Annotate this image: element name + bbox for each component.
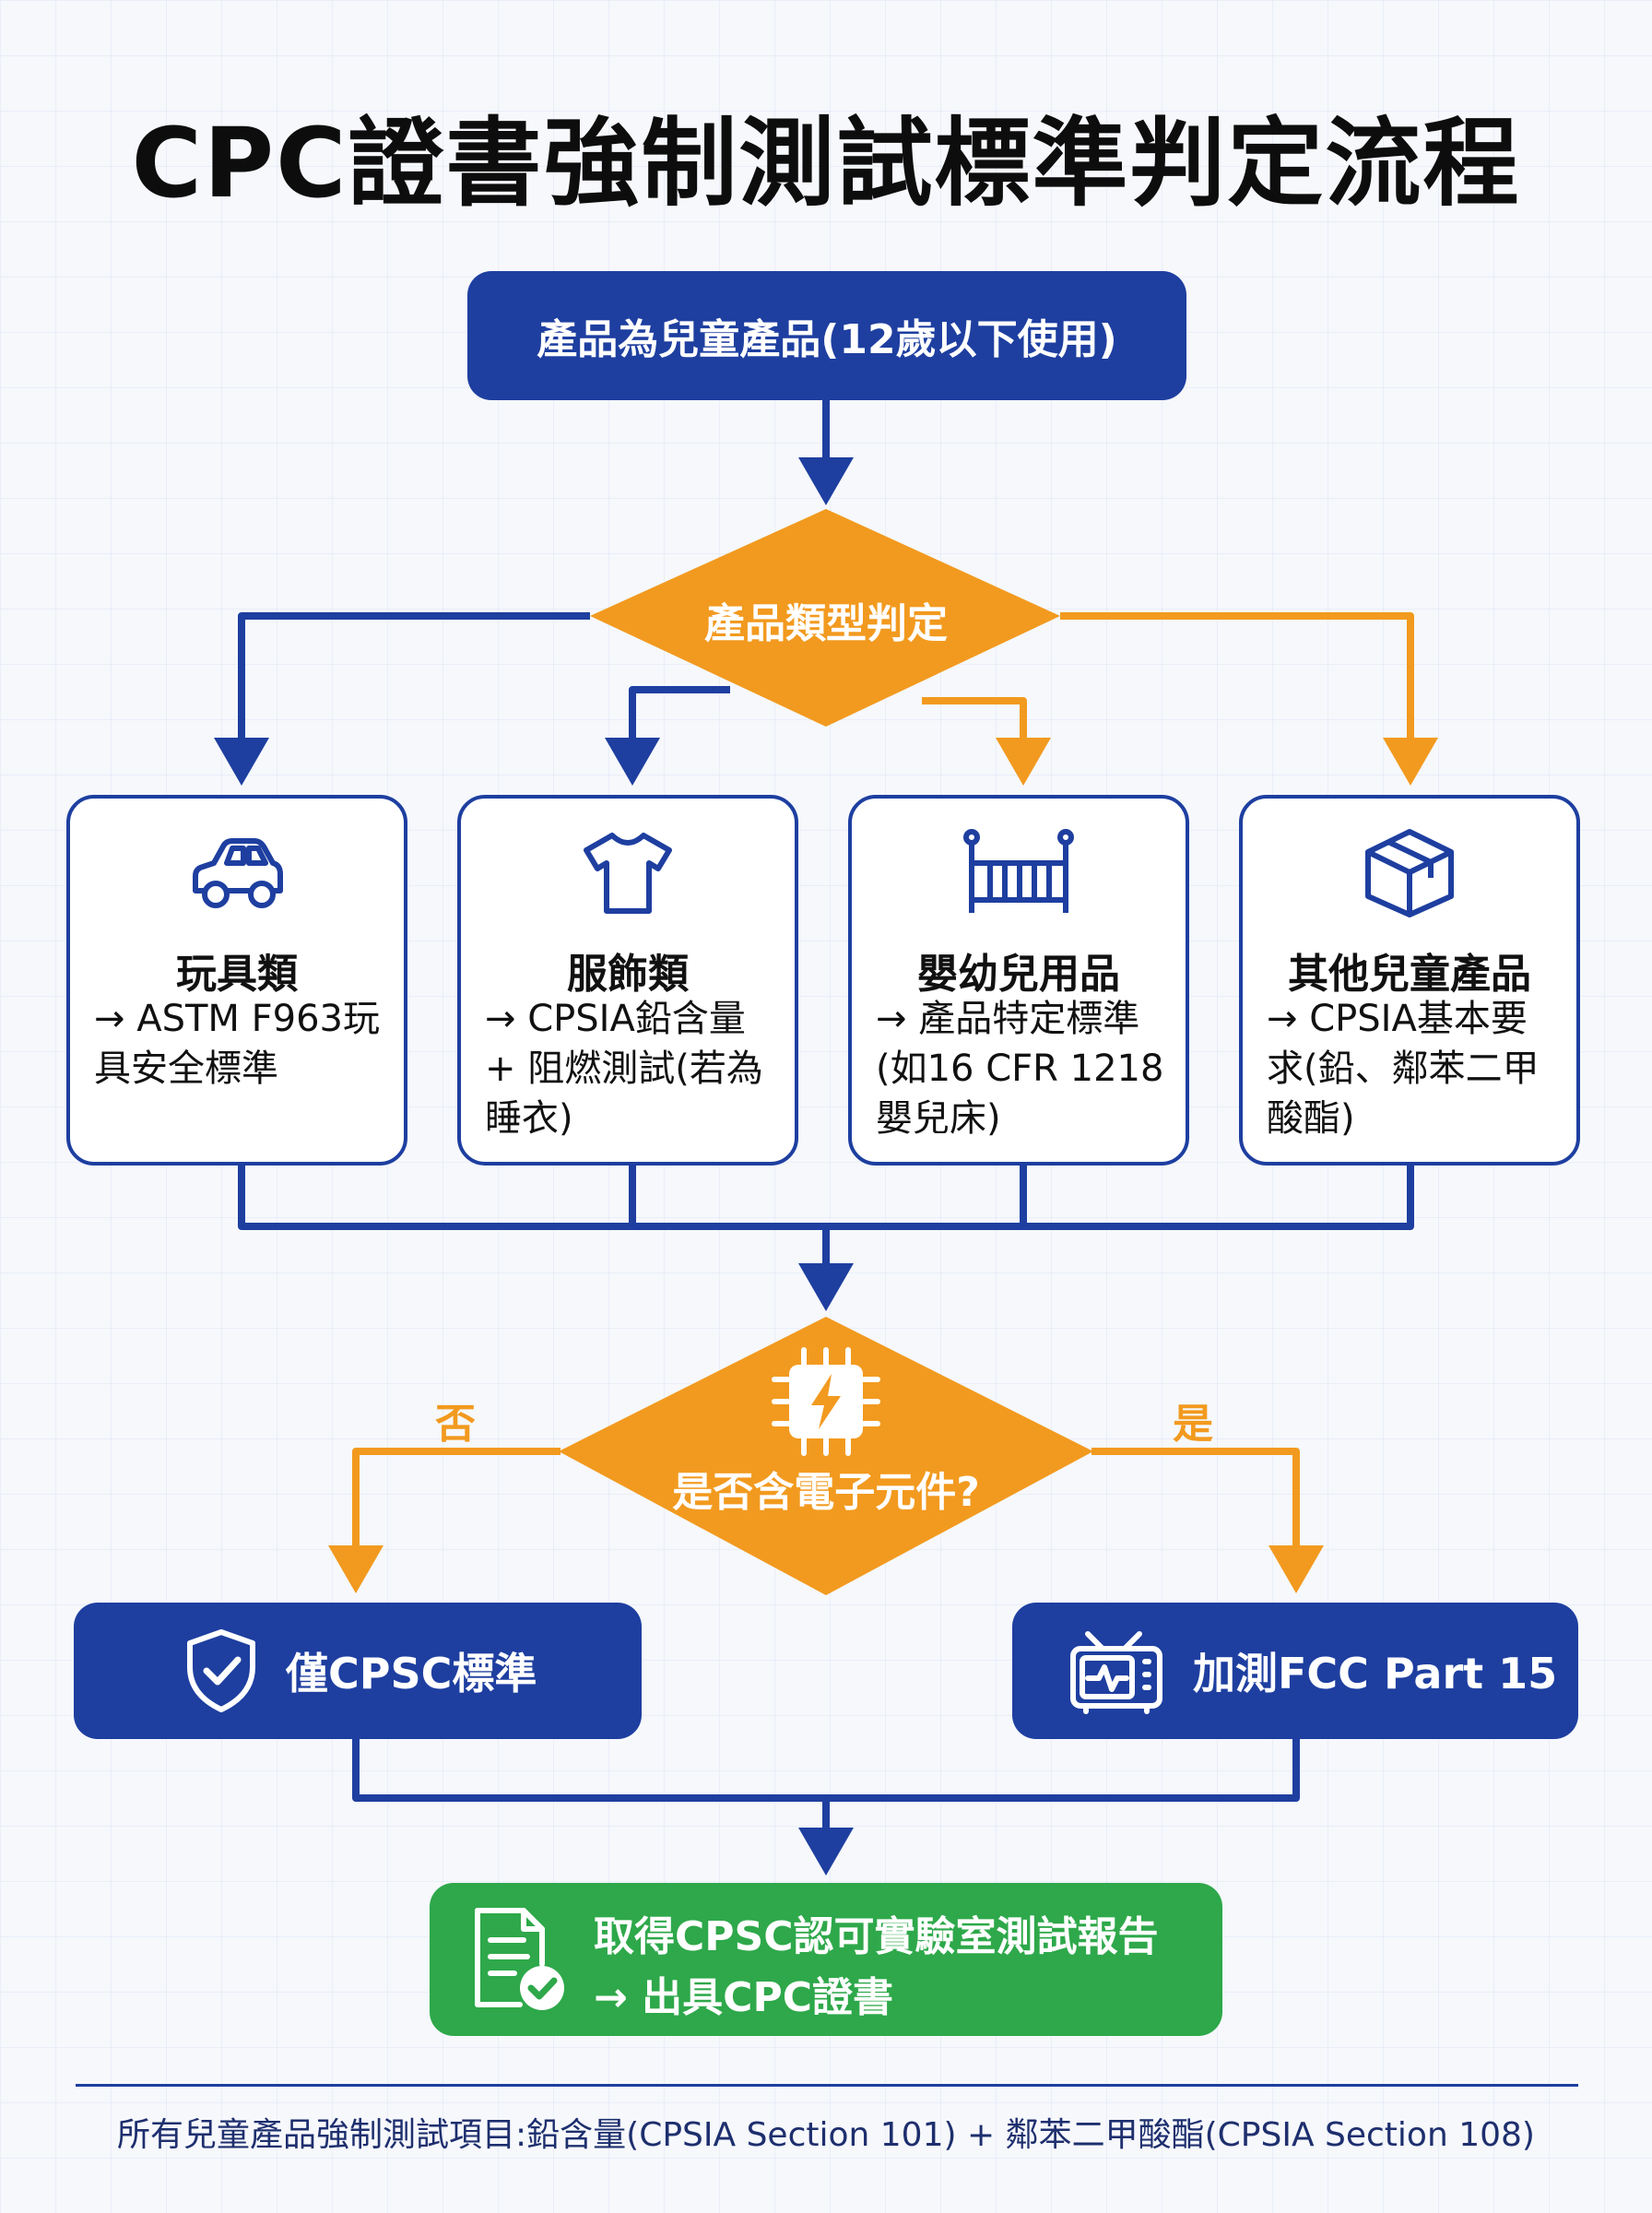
document-check-icon — [468, 1903, 570, 2018]
chip-icon — [772, 1347, 880, 1456]
final-node: 取得CPSC認可實驗室測試報告 → 出具CPC證書 — [430, 1883, 1222, 2036]
arrowhead — [1383, 738, 1438, 786]
arrow-type-to-apparel — [629, 686, 730, 743]
category-title: 玩具類 — [176, 951, 298, 998]
arrowhead — [1268, 1545, 1324, 1593]
arrowhead — [214, 738, 269, 786]
merge-line-results — [352, 1739, 1300, 1833]
start-node: 產品為兒童產品(12歲以下使用) — [467, 271, 1186, 400]
category-title: 服飾類 — [567, 951, 689, 998]
final-line-1: 取得CPSC認可實驗室測試報告 — [594, 1913, 1159, 1960]
arrow-type-to-other — [1060, 612, 1414, 743]
radio-device-icon — [1066, 1627, 1167, 1715]
start-label: 產品為兒童產品(12歲以下使用) — [537, 316, 1117, 363]
arrowhead — [605, 738, 660, 786]
merge-line-cards — [238, 1166, 1414, 1269]
arrowhead — [798, 1263, 854, 1311]
page-title: CPC證書強制測試標準判定流程 — [131, 107, 1521, 219]
category-standard: → ASTM F963玩 具安全標準 — [94, 998, 380, 1090]
arrow-type-to-infant — [922, 697, 1027, 743]
result-cpsc-only: 僅CPSC標準 — [74, 1603, 642, 1739]
arrowhead — [798, 1828, 854, 1876]
arrowhead — [996, 738, 1051, 786]
footer-note: 所有兒童產品強制測試項目:鉛含量(CPSIA Section 101) + 鄰苯… — [117, 2116, 1535, 2154]
category-card-other: 其他兒童產品 → CPSIA基本要 求(鉛、鄰苯二甲 酸酯) — [1239, 795, 1580, 1166]
result-label: 加測FCC Part 15 — [1193, 1649, 1558, 1698]
car-icon — [193, 838, 283, 908]
category-title: 嬰幼兒用品 — [917, 951, 1120, 998]
category-standard: → CPSIA基本要 求(鉛、鄰苯二甲 酸酯) — [1267, 998, 1540, 1140]
crib-icon — [963, 829, 1074, 913]
diamond-product-type — [590, 509, 1060, 727]
footer-divider — [76, 2084, 1578, 2087]
type-decision-label: 產品類型判定 — [704, 600, 948, 647]
branch-label-no: 否 — [435, 1401, 476, 1448]
final-line-2: → 出具CPC證書 — [594, 1974, 894, 2021]
result-label: 僅CPSC標準 — [286, 1649, 537, 1698]
category-standard: → CPSIA鉛含量 + 阻燃測試(若為 睡衣) — [485, 998, 763, 1140]
arrowhead — [798, 457, 854, 505]
shield-check-icon — [183, 1627, 260, 1715]
category-card-apparel: 服飾類 → CPSIA鉛含量 + 阻燃測試(若為 睡衣) — [457, 795, 798, 1166]
category-title: 其他兒童產品 — [1288, 951, 1531, 998]
arrow-no-branch — [352, 1448, 560, 1545]
branch-label-yes: 是 — [1173, 1401, 1213, 1448]
category-standard: → 產品特定標準 (如16 CFR 1218 嬰兒床) — [876, 998, 1164, 1140]
category-card-infant: 嬰幼兒用品 → 產品特定標準 (如16 CFR 1218 嬰兒床) — [848, 795, 1189, 1166]
box-icon — [1365, 829, 1454, 917]
result-fcc: 加測FCC Part 15 — [1012, 1603, 1578, 1739]
arrowhead — [328, 1545, 384, 1593]
arrow-yes-branch — [1092, 1448, 1300, 1545]
category-card-toys: 玩具類 → ASTM F963玩 具安全標準 — [66, 795, 407, 1166]
electronic-decision-label: 是否含電子元件? — [672, 1469, 980, 1516]
shirt-icon — [584, 833, 672, 914]
arrow-type-to-toys — [238, 612, 590, 743]
